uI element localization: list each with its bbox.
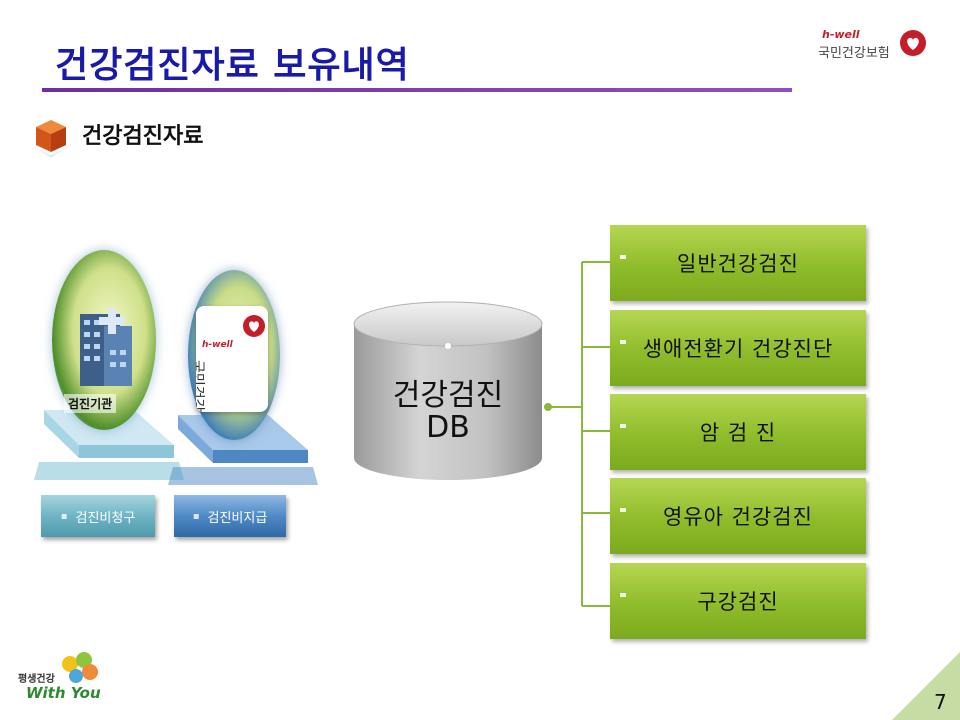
payment-box: ▪ 검진비지급 [174, 495, 286, 537]
bullet-dot [620, 255, 626, 259]
logo-name: 국민건강보험 [818, 46, 890, 61]
nhis-card-name: 국민건강보험 [196, 360, 205, 412]
connector-lines [544, 261, 612, 607]
clover-icon [62, 652, 98, 683]
title-underline [42, 88, 792, 92]
footer-slogan-en: With You [26, 684, 101, 702]
cube-bullet-icon [36, 120, 66, 158]
hospital-building-icon [80, 308, 132, 386]
institution-label: 검진기관 [64, 394, 117, 413]
logo-brand: h-well [822, 28, 860, 41]
claim-label: 검진비청구 [75, 510, 136, 526]
exam-type-box: 암 검 진 [610, 394, 866, 470]
db-label-line1: 건강검진 [392, 378, 504, 413]
exam-type-label: 생애전환기 건강진단 [642, 337, 834, 361]
exam-type-label: 일반건강검진 [677, 252, 799, 276]
database-cylinder-icon [353, 301, 543, 480]
bullet-dot: ▪ [192, 510, 200, 522]
footer-logo: 평생건강 With You [18, 652, 104, 708]
exam-type-box: 구강검진 [610, 563, 866, 639]
nhis-logo: h-well 국민건강보험 [812, 28, 932, 72]
exam-type-box: 일반건강검진 [610, 225, 866, 301]
footer-slogan-ko: 평생건강 [18, 674, 55, 685]
exam-type-label: 암 검 진 [699, 421, 777, 445]
db-label-line2: DB [426, 410, 470, 445]
nhis-card: h-well 국민건강보험 [196, 306, 268, 412]
section-subtitle: 건강검진자료 [82, 124, 204, 149]
page-number: 7 [934, 690, 947, 714]
payment-label: 검진비지급 [207, 510, 268, 526]
heart-icon [243, 315, 265, 337]
institution-pedestal [34, 410, 184, 480]
bullet-dot: ▪ [60, 510, 68, 522]
bullet-dot [620, 340, 626, 344]
bullet-dot [620, 593, 626, 597]
bullet-dot [620, 508, 626, 512]
nhis-card-brand: h-well [202, 340, 233, 350]
page-title: 건강검진자료 보유내역 [55, 45, 410, 86]
heart-icon [900, 30, 926, 56]
bullet-dot [620, 424, 626, 428]
exam-type-box: 영유아 건강검진 [610, 478, 866, 554]
exam-type-box: 생애전환기 건강진단 [610, 310, 866, 386]
exam-type-label: 영유아 건강검진 [663, 505, 813, 529]
claim-box: ▪ 검진비청구 [41, 495, 155, 537]
exam-type-label: 구강검진 [697, 590, 779, 614]
corner-decoration [892, 652, 960, 720]
